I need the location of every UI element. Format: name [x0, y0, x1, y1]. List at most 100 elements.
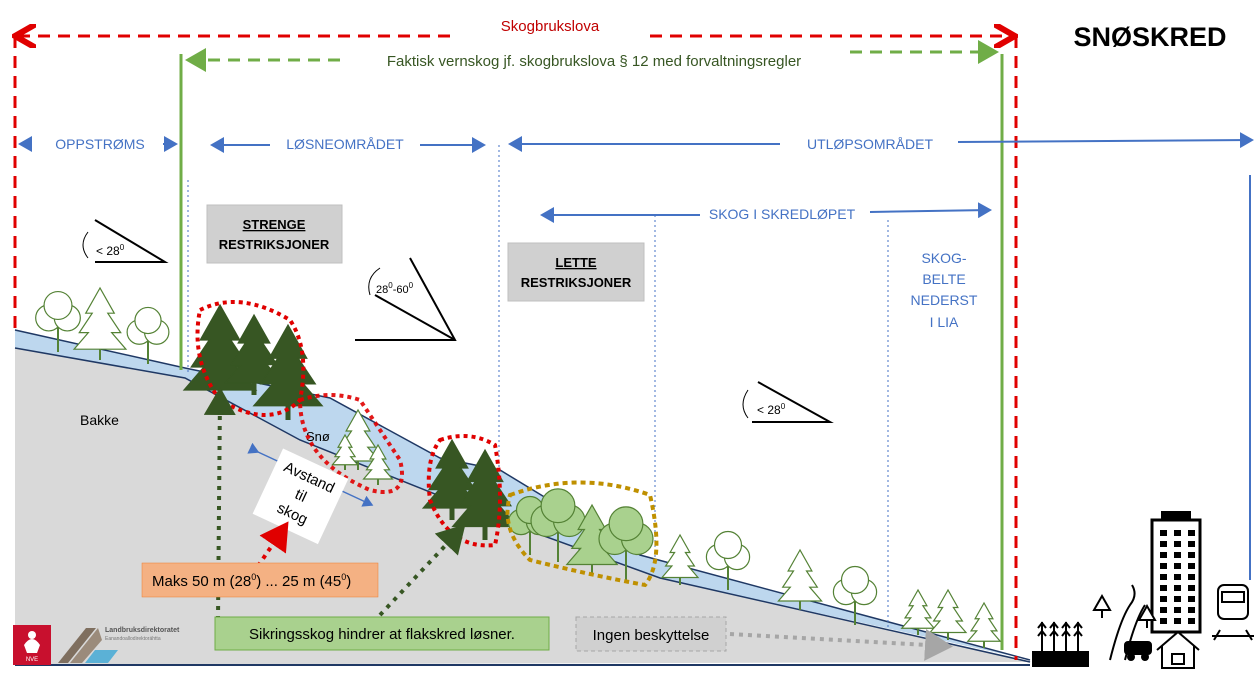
conifer-tree-icon	[252, 323, 324, 420]
window-icon	[1160, 552, 1167, 558]
window-icon	[1188, 596, 1195, 602]
window-icon	[1188, 607, 1195, 613]
landbruk-text: Landbruksdirektoratet	[105, 627, 180, 634]
sno-label: Snø	[306, 429, 330, 444]
maks-text: )	[346, 573, 351, 590]
conifer-tree-icon	[72, 286, 128, 360]
conifer-tree-icon	[777, 548, 823, 610]
nve-text: NVE	[26, 657, 38, 663]
page-title: SNØSKRED	[1073, 22, 1226, 52]
deciduous-tree-icon	[126, 306, 170, 364]
losneomradet-label: LØSNEOMRÅDET	[286, 136, 404, 152]
window-icon	[1174, 563, 1181, 569]
angle-text: 28	[376, 284, 388, 296]
conifer-tree-icon	[928, 588, 968, 640]
conifer-tree-icon	[900, 588, 936, 635]
deciduous-tree-icon	[832, 565, 878, 625]
lette-line: LETTE	[555, 255, 596, 270]
utlop-arrow-right	[957, 132, 1254, 149]
angle-runout: < 280	[742, 381, 834, 423]
deciduous-tree-icon	[35, 290, 81, 352]
avstand-til-skog-label: Avstand til skog	[252, 448, 349, 545]
window-icon	[1188, 574, 1195, 580]
conifer-tree-icon	[451, 448, 519, 540]
grain-field-icon	[1032, 621, 1089, 667]
maks-distance-box: Maks 50 m (280) ... 25 m (450)	[141, 562, 379, 598]
nve-logo: NVE	[13, 625, 51, 665]
window-icon	[1160, 530, 1167, 536]
small-tree-icon	[1092, 593, 1112, 618]
window-icon	[1188, 530, 1195, 536]
strenge-line: STRENGE	[243, 217, 306, 232]
window-icon	[1160, 618, 1167, 624]
deciduous-tree-icon	[598, 506, 654, 580]
sikringsskog-text: Sikringsskog hindrer at flakskred løsner…	[249, 626, 515, 643]
window-icon	[1160, 574, 1167, 580]
window-icon	[1174, 596, 1181, 602]
skog-i-skredlopet-label: SKOG I SKREDLØPET	[709, 206, 856, 222]
landbruk-subtext: Eanandoallodirektoráhtta	[105, 636, 161, 642]
train-icon	[1212, 584, 1254, 641]
window-icon	[1174, 585, 1181, 591]
window-icon	[1174, 552, 1181, 558]
window-icon	[1188, 585, 1195, 591]
window-icon	[1160, 596, 1167, 602]
sikringsskog-box: Sikringsskog hindrer at flakskred løsner…	[214, 616, 550, 651]
angle-sup: 0	[781, 402, 786, 411]
light-forest-outline	[505, 480, 659, 588]
window-icon	[1160, 607, 1167, 613]
window-icon	[1174, 618, 1181, 624]
skogbelte-line: I LIA	[930, 314, 959, 330]
window-icon	[1160, 541, 1167, 547]
window-icon	[1160, 585, 1167, 591]
snow-surface-line	[14, 329, 1031, 661]
strenge-line: RESTRIKSJONER	[219, 237, 330, 252]
lette-line: RESTRIKSJONER	[521, 275, 632, 290]
sikring-pointer	[203, 387, 236, 621]
svg-text:< 280: < 280	[757, 402, 786, 417]
settlement	[1032, 511, 1254, 669]
conifer-tree-icon	[660, 533, 700, 585]
skogbelte-label: SKOG- BELTE NEDERST I LIA	[911, 250, 978, 330]
angle-text: < 28	[96, 244, 120, 258]
angle-release: 280-600	[355, 257, 457, 341]
window-icon	[1174, 607, 1181, 613]
window-icon	[1188, 618, 1195, 624]
snow-layer	[15, 330, 1030, 660]
window-icon	[1188, 541, 1195, 547]
conifer-tree-icon	[421, 438, 483, 520]
ingen-beskyttelse-box: Ingen beskyttelse	[575, 616, 727, 652]
strict-forest-outline-3	[426, 434, 502, 548]
skogbelte-line: NEDERST	[911, 292, 978, 308]
window-icon	[1160, 563, 1167, 569]
angle-sup: 0	[409, 281, 414, 290]
angle-text: -60	[393, 284, 409, 296]
angle-text: < 28	[757, 403, 781, 417]
bakke-label: Bakke	[80, 412, 119, 428]
maks-text: Maks 50 m (28	[152, 573, 251, 590]
svg-text:< 280: < 280	[96, 243, 125, 258]
window-icon	[1174, 530, 1181, 536]
car-icon	[1124, 641, 1152, 661]
skredlop-arrow-right	[869, 202, 992, 219]
maks-pointer	[256, 521, 289, 568]
conifer-tree-icon	[966, 601, 1002, 648]
maks-text: ) ... 25 m (45	[256, 573, 341, 590]
deciduous-tree-icon	[530, 488, 586, 562]
angle-sup: 0	[388, 281, 393, 290]
strenge-restriksjoner-box: STRENGE RESTRIKSJONER	[206, 204, 343, 264]
ingen-text: Ingen beskyttelse	[593, 627, 710, 644]
window-icon	[1174, 541, 1181, 547]
lette-restriksjoner-box: LETTE RESTRIKSJONER	[507, 242, 645, 302]
skogbelte-line: SKOG-	[921, 250, 966, 266]
trees	[35, 286, 1002, 648]
conifer-tree-icon	[223, 313, 285, 395]
house-icon	[1156, 630, 1200, 669]
oppstroms-label: OPPSTRØMS	[55, 136, 144, 152]
skogbelte-line: BELTE	[922, 271, 965, 287]
window-icon	[1174, 574, 1181, 580]
vernskog-label: Faktisk vernskog jf. skogbrukslova § 12 …	[387, 53, 801, 70]
utlopsomradet-label: UTLØPSOMRÅDET	[807, 136, 933, 152]
maks-sup: 0	[341, 572, 346, 582]
